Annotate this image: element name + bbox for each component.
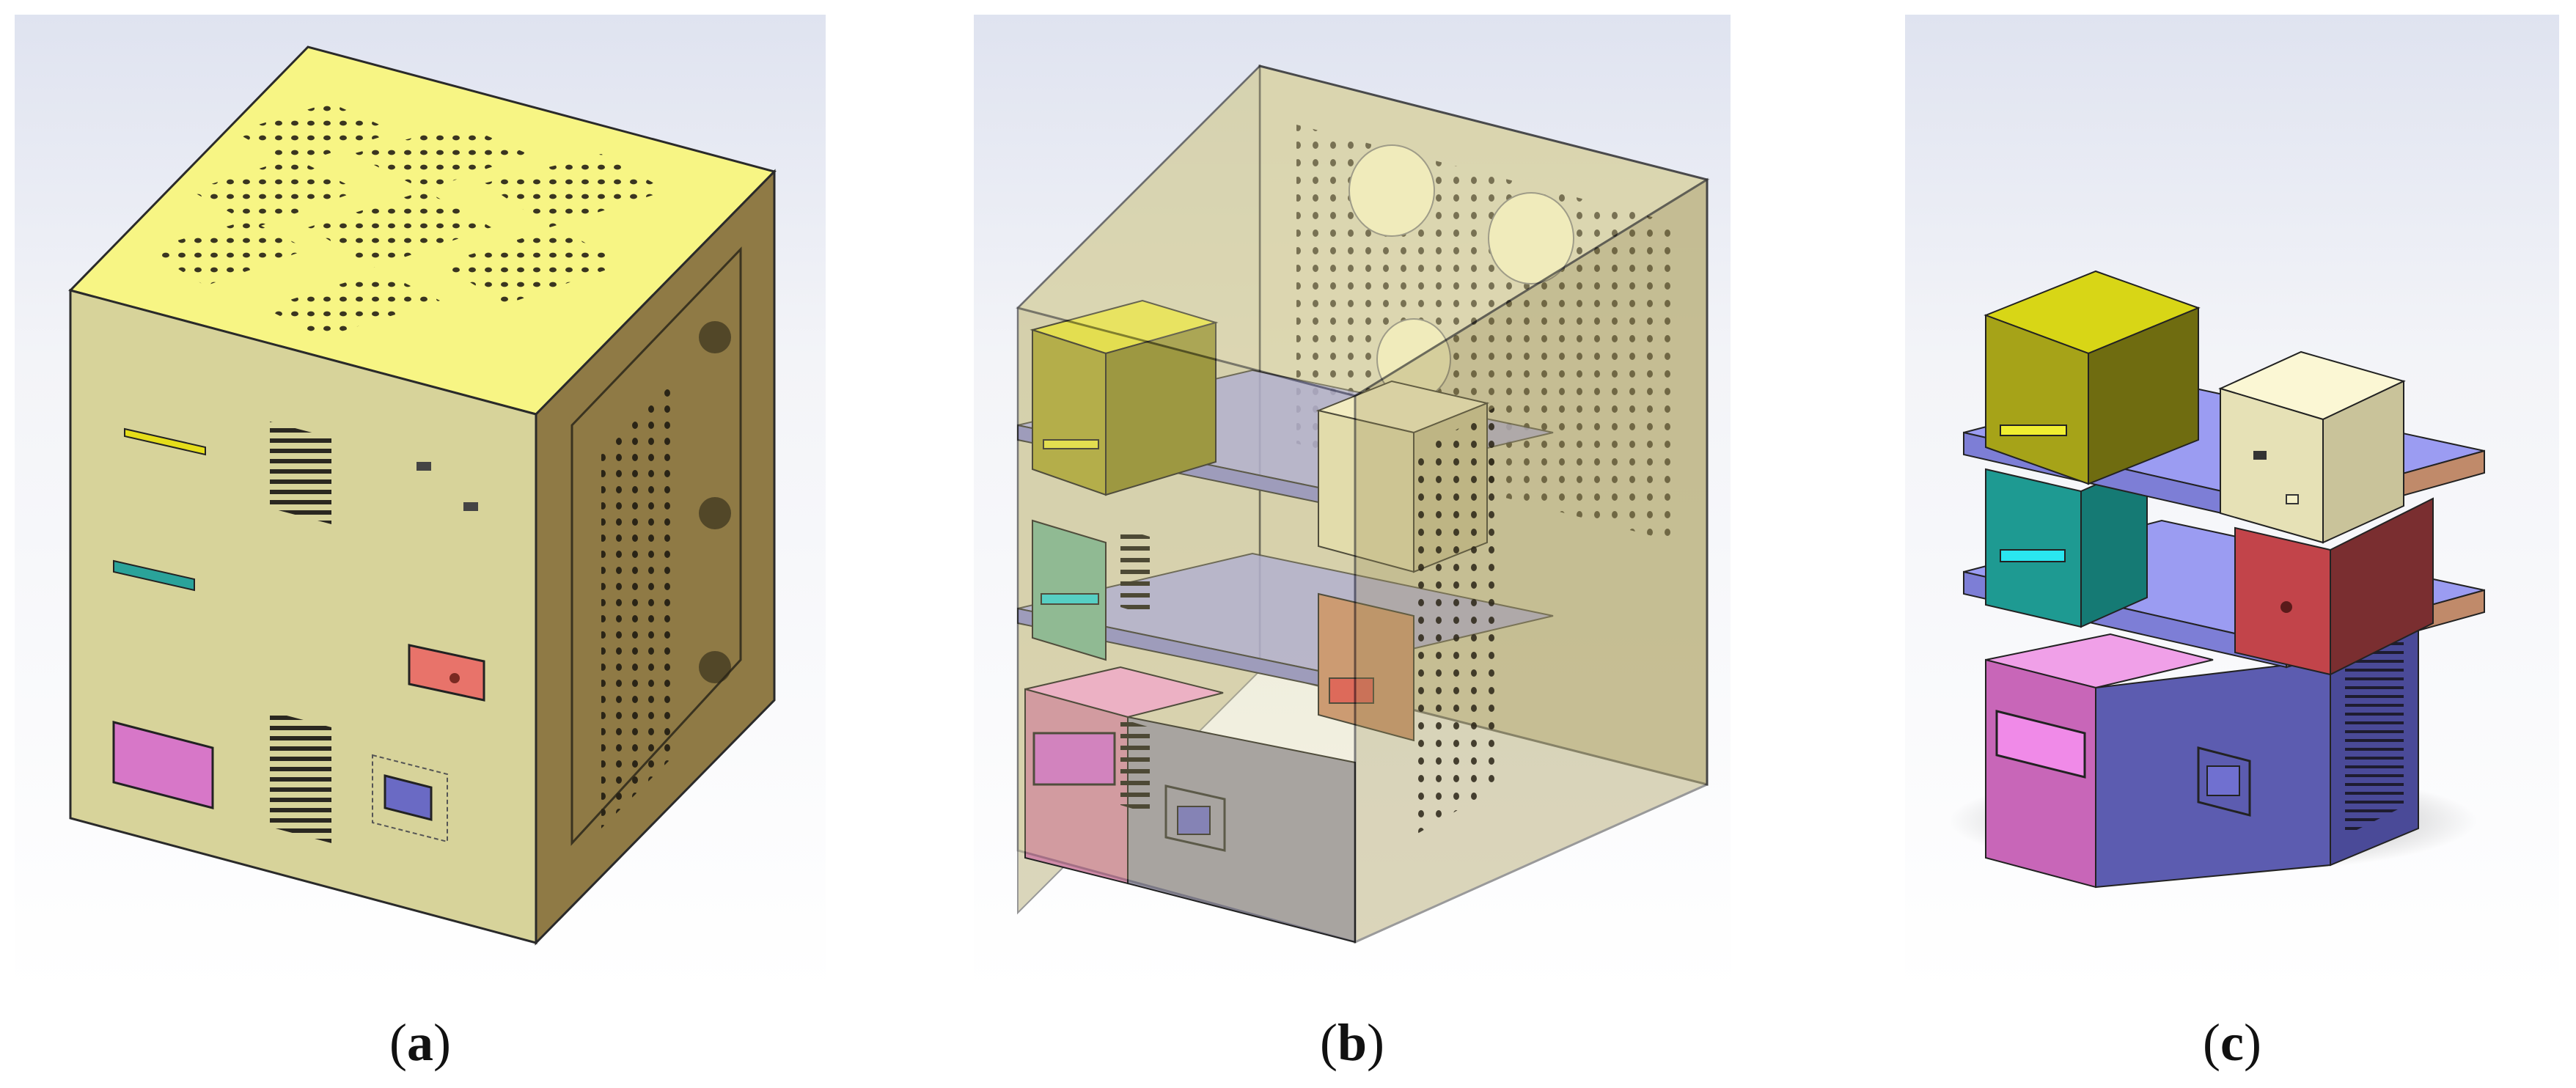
caption-a-open: (: [389, 1013, 407, 1072]
yellow-indicator-slot: [124, 427, 206, 456]
caption-a: (a): [347, 1007, 493, 1078]
yellow-module-slot: [1043, 439, 1099, 449]
red-module-knob: [2280, 601, 2292, 613]
center-vent-slots-upper: [1120, 528, 1150, 616]
cream-module-port: [2286, 494, 2299, 504]
panel-a-drawing: [15, 15, 826, 994]
gray-module-switch-frame: [1164, 784, 1226, 852]
gray-module-switch: [1177, 806, 1211, 835]
yellow-module-side: [2088, 306, 2199, 485]
red-module-front: [2234, 526, 2331, 676]
teal-indicator-slot: [113, 559, 195, 592]
enclosure-front-face: [1016, 306, 1357, 944]
caption-b: (b): [1279, 1007, 1425, 1078]
teal-module-front: [1032, 519, 1107, 661]
front-vent-slots-lower: [270, 711, 331, 843]
blue-module-vent-slots: [2345, 638, 2404, 836]
top-vent-holes: [147, 103, 667, 337]
blue-switch: [384, 774, 433, 821]
side-vent-holes: [601, 381, 675, 828]
panel-b-drawing: [974, 15, 1731, 994]
caption-c: (c): [2159, 1007, 2305, 1078]
back-fan-openings: [1348, 144, 1574, 400]
center-vent-slots-lower: [1120, 718, 1150, 814]
pink-module-opening: [1032, 732, 1116, 786]
pink-module-opening: [1995, 710, 2086, 779]
side-vent-holes: [1414, 403, 1502, 836]
panel-c-module-stack: [1905, 15, 2559, 994]
teal-module-slot: [1041, 593, 1099, 605]
red-module-opening: [1329, 677, 1374, 704]
side-fan-grills: [699, 321, 731, 683]
panel-a-closed-enclosure: [15, 15, 826, 994]
front-vent-slots-upper: [270, 422, 331, 524]
caption-b-letter: b: [1337, 1013, 1368, 1072]
small-connector-1: [417, 462, 431, 471]
panel-b-transparent-enclosure: [974, 15, 1731, 994]
caption-c-close: ): [2243, 1013, 2261, 1072]
switch-frame: [372, 754, 448, 843]
panel-c-drawing: [1905, 15, 2559, 994]
enclosure-top-face: [1016, 65, 1710, 397]
blue-module-switch: [2206, 765, 2240, 796]
blue-module-switch-frame: [2197, 746, 2251, 817]
pink-panel-opening: [112, 721, 214, 809]
yellow-module-side: [1105, 321, 1217, 496]
caption-a-letter: a: [407, 1013, 433, 1072]
teal-module-front: [1985, 468, 2082, 628]
yellow-module-slot: [2000, 424, 2067, 436]
red-panel-knob: [449, 673, 460, 683]
cream-module-side: [2322, 380, 2404, 544]
teal-module-slot: [2000, 549, 2066, 562]
caption-b-open: (: [1319, 1013, 1337, 1072]
side-panel-outline: [570, 246, 742, 846]
small-connector-2: [463, 502, 478, 511]
red-module-side: [2330, 497, 2434, 676]
caption-c-letter: c: [2220, 1013, 2244, 1072]
caption-b-close: ): [1367, 1013, 1384, 1072]
caption-c-open: (: [2203, 1013, 2221, 1072]
cream-module-connector: [2253, 451, 2267, 460]
red-panel-opening: [408, 644, 485, 702]
gray-module-front: [1127, 716, 1356, 944]
caption-a-close: ): [433, 1013, 451, 1072]
